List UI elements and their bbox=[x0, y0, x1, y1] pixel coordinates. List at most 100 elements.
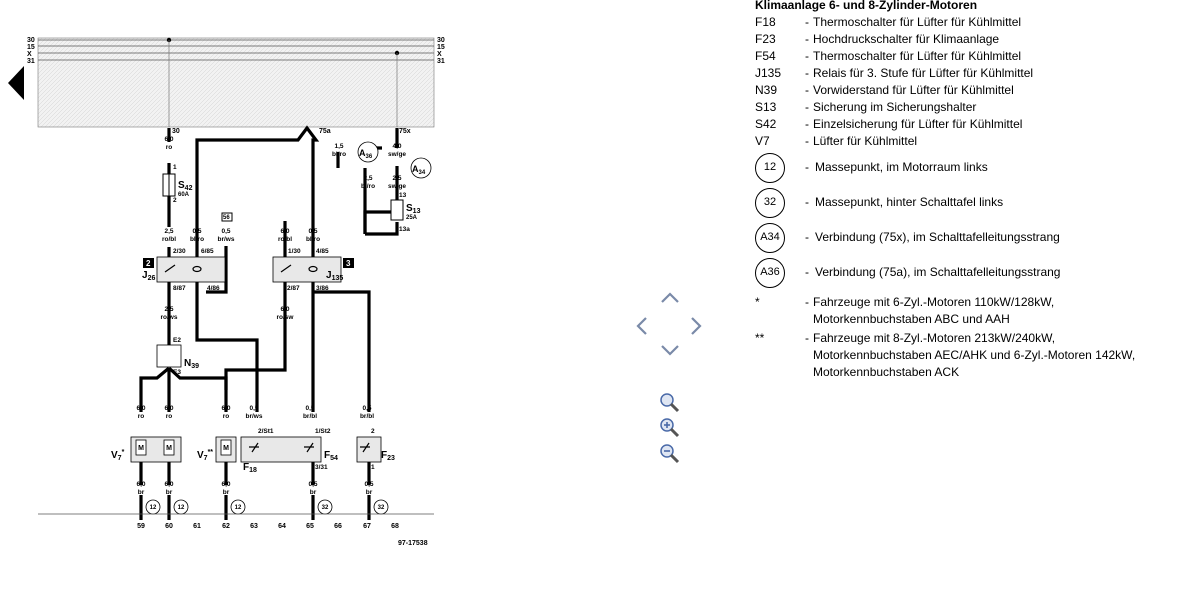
svg-text:br/bl: br/bl bbox=[303, 413, 317, 420]
rail-label-left: 31 bbox=[27, 58, 35, 65]
zoom-out-icon[interactable] bbox=[659, 443, 681, 465]
wiring-diagram: 30 15 X 31 30 15 X 31 bbox=[27, 37, 445, 547]
track-number: 61 bbox=[193, 523, 201, 530]
track-number: 63 bbox=[250, 523, 258, 530]
legend-dash: - bbox=[805, 49, 809, 63]
legend-item: N39-Vorwiderstand für Lüfter für Kühlmit… bbox=[755, 82, 1175, 99]
resistor-n39 bbox=[156, 344, 182, 368]
svg-text:br: br bbox=[166, 489, 173, 496]
legend-item: S42-Einzelsicherung für Lüfter für Kühlm… bbox=[755, 116, 1175, 133]
legend-dash: - bbox=[805, 160, 809, 174]
legend-desc: Lüfter für Kühlmittel bbox=[813, 134, 918, 148]
terminal-label: 75x bbox=[399, 128, 411, 135]
svg-text:N39: N39 bbox=[184, 358, 199, 370]
pan-up-icon[interactable] bbox=[660, 292, 680, 304]
svg-text:2: 2 bbox=[173, 197, 177, 204]
ground-label: 12 bbox=[235, 505, 242, 511]
svg-text:0,5: 0,5 bbox=[308, 228, 317, 235]
legend-dash: - bbox=[805, 117, 809, 131]
svg-text:2,5: 2,5 bbox=[363, 175, 372, 182]
svg-text:0,5: 0,5 bbox=[308, 481, 317, 488]
relay-j26-number: 2 bbox=[146, 259, 151, 268]
track-number: 65 bbox=[306, 523, 314, 530]
zoom-in-icon[interactable] bbox=[659, 417, 681, 439]
legend: Klimaanlage 6- und 8-Zylinder-Motoren F1… bbox=[755, 0, 1175, 381]
legend-note-line: Fahrzeuge mit 6-Zyl.-Motoren 110kW/128kW… bbox=[813, 295, 1055, 309]
ground-label: 12 bbox=[178, 505, 185, 511]
svg-text:6,0: 6,0 bbox=[164, 405, 173, 412]
legend-item: F23-Hochdruckschalter für Klimaanlage bbox=[755, 31, 1175, 48]
legend-desc: Hochdruckschalter für Klimaanlage bbox=[813, 32, 1000, 46]
track-number: 60 bbox=[165, 523, 173, 530]
legend-note-line: Motorkennbuchstaben AEC/AHK und 6-Zyl.-M… bbox=[813, 348, 1136, 362]
legend-title: Klimaanlage 6- und 8-Zylinder-Motoren bbox=[755, 0, 978, 12]
svg-text:V7*: V7* bbox=[111, 449, 125, 462]
svg-text:A36: A36 bbox=[359, 148, 373, 160]
legend-note-mark: ** bbox=[755, 331, 765, 345]
svg-text:3/31: 3/31 bbox=[315, 464, 328, 471]
rail-label-right: X bbox=[437, 51, 442, 58]
central-electrics-area bbox=[37, 37, 435, 128]
legend-item: V7-Lüfter für Kühlmittel bbox=[755, 133, 1175, 150]
rail-label-right: 31 bbox=[437, 58, 445, 65]
track-number: 59 bbox=[137, 523, 145, 530]
pan-left-icon[interactable] bbox=[636, 316, 648, 336]
back-arrow-icon[interactable] bbox=[8, 66, 24, 105]
legend-code: J135 bbox=[755, 66, 782, 80]
svg-text:br: br bbox=[138, 489, 145, 496]
fuse-s13 bbox=[390, 199, 404, 221]
legend-dash: - bbox=[805, 100, 809, 114]
svg-text:6,0: 6,0 bbox=[280, 306, 289, 313]
svg-text:4/86: 4/86 bbox=[207, 285, 220, 292]
svg-text:br/ws: br/ws bbox=[218, 236, 235, 243]
legend-dash: - bbox=[805, 134, 809, 148]
legend-desc: Relais für 3. Stufe für Lüfter für Kühlm… bbox=[813, 66, 1034, 80]
pan-down-icon[interactable] bbox=[660, 344, 680, 356]
svg-text:bl/ro: bl/ro bbox=[306, 236, 320, 243]
legend-circle-symbol: A34 bbox=[755, 222, 785, 253]
svg-text:2/87: 2/87 bbox=[287, 285, 300, 292]
svg-text:br: br bbox=[223, 489, 230, 496]
svg-text:0,5: 0,5 bbox=[364, 481, 373, 488]
svg-text:1/St2: 1/St2 bbox=[315, 428, 331, 435]
legend-code: F23 bbox=[755, 32, 776, 46]
legend-circled-item: A36-Verbindung (75a), im Schalttafelleit… bbox=[755, 255, 1175, 290]
legend-dash: - bbox=[805, 331, 809, 345]
rail-label-right: 30 bbox=[437, 37, 445, 44]
legend-dash: - bbox=[805, 295, 809, 309]
legend-note-line: Fahrzeuge mit 8-Zyl.-Motoren 213kW/240kW… bbox=[813, 331, 1056, 345]
legend-dash: - bbox=[805, 195, 809, 209]
legend-items: F18-Thermoschalter für Lüfter für Kühlmi… bbox=[755, 14, 1175, 150]
legend-note-mark: * bbox=[755, 295, 760, 309]
legend-code: N39 bbox=[755, 83, 778, 97]
svg-text:sw/ge: sw/ge bbox=[388, 151, 406, 158]
svg-text:ro: ro bbox=[166, 144, 173, 151]
svg-text:F23: F23 bbox=[381, 450, 395, 462]
svg-text:0,5: 0,5 bbox=[305, 405, 314, 412]
svg-text:6,0: 6,0 bbox=[164, 481, 173, 488]
svg-text:A34: A34 bbox=[412, 164, 426, 176]
legend-desc: Einzelsicherung für Lüfter für Kühlmitte… bbox=[813, 117, 1023, 131]
svg-text:bl/ro: bl/ro bbox=[332, 151, 346, 158]
legend-note-line: Motorkennbuchstaben ACK bbox=[813, 365, 960, 379]
pan-right-icon[interactable] bbox=[690, 316, 702, 336]
svg-text:0,5: 0,5 bbox=[221, 228, 230, 235]
svg-text:J26: J26 bbox=[142, 270, 155, 282]
svg-text:br/bl: br/bl bbox=[360, 413, 374, 420]
legend-desc: Massepunkt, im Motorraum links bbox=[815, 160, 988, 174]
svg-text:J135: J135 bbox=[326, 270, 343, 282]
track-number: 68 bbox=[391, 523, 399, 530]
svg-text:0,5: 0,5 bbox=[192, 228, 201, 235]
legend-circled-item: 32-Massepunkt, hinter Schalttafel links bbox=[755, 185, 1175, 220]
switch-f23 bbox=[356, 436, 382, 463]
svg-text:2,5: 2,5 bbox=[164, 228, 173, 235]
legend-code: S13 bbox=[755, 100, 777, 114]
zoom-icon[interactable] bbox=[659, 392, 681, 414]
legend-desc: Verbindung (75x), im Schalttafelleitungs… bbox=[815, 230, 1060, 244]
terminal-label: 75a bbox=[319, 128, 331, 135]
motor-symbol: M bbox=[166, 445, 172, 452]
svg-text:V7**: V7** bbox=[197, 449, 213, 462]
legend-desc: Massepunkt, hinter Schalttafel links bbox=[815, 195, 1004, 209]
svg-text:60A: 60A bbox=[178, 192, 190, 198]
